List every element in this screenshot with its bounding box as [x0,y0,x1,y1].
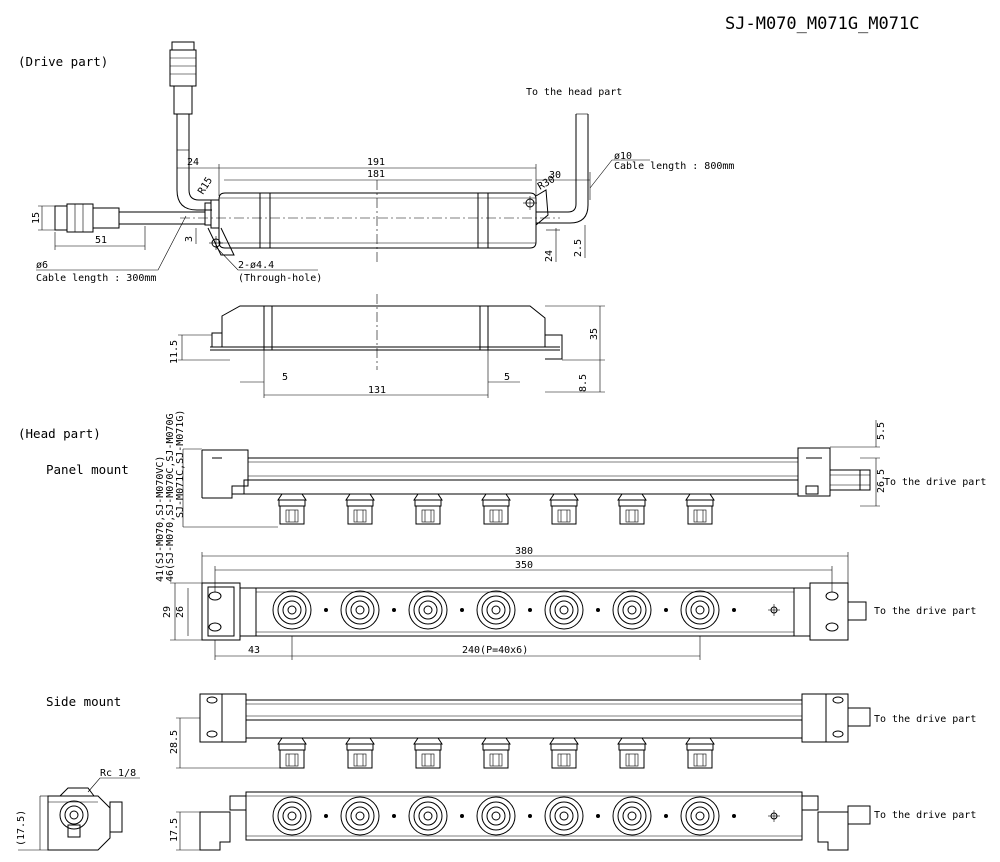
dim-35: 35 [589,328,600,340]
dim-11-5: 11.5 [169,340,180,364]
dim-24-right: 24 [544,250,555,262]
dim-17-5: 17.5 [169,818,180,842]
nozzle [612,590,652,630]
section-label-drive: (Drive part) [18,54,108,69]
callout-cable-10: ø10 [614,151,632,162]
dim-2-5: 2.5 [573,239,584,257]
section-label-head: (Head part) [18,426,101,441]
nozzle [340,590,380,630]
head-side-mount-top-view: 17.5 To the drive part [169,791,976,851]
nozzle-row-top [272,590,780,630]
dim-5-right: 5 [504,372,510,383]
nozzle [272,796,312,836]
nozzle [685,493,715,525]
callout-to-drive-4: To the drive part [874,810,976,821]
nozzle [617,493,647,525]
dim-51: 51 [95,235,107,246]
callout-cable-10-length: Cable length : 800mm [614,161,734,172]
nozzle [680,796,720,836]
dim-240: 240(P=40x6) [462,645,528,656]
nozzle [476,590,516,630]
nozzle [277,737,307,769]
nozzle-row-top [272,796,780,836]
dim-131: 131 [368,385,386,396]
nozzle [345,493,375,525]
nozzle-row-side [277,737,715,769]
label-panel-mount: Panel mount [46,462,129,477]
nozzle [481,737,511,769]
callout-to-head-part: To the head part [526,87,622,98]
dim-191: 191 [367,157,385,168]
nozzle [340,796,380,836]
callout-to-drive-2: To the drive part [874,606,976,617]
head-end-view: (17.5) Rc 1/8 [16,768,140,851]
dim-29: 29 [162,606,173,618]
nozzle [272,590,312,630]
nozzle-row-side [277,493,715,525]
callout-cable-6-length: Cable length : 300mm [36,273,156,284]
dim-28-5: 28.5 [169,730,180,754]
head-panel-mount-top-view: 380 350 29 26 43 240(P=40x6) To the driv… [162,546,976,660]
drawing-title: SJ-M070_M071G_M071C [725,14,919,34]
nozzle [408,590,448,630]
nozzle [345,737,375,769]
dim-30: 30 [549,170,561,181]
nozzle [481,493,511,525]
nozzle [476,796,516,836]
dim-41: 41(SJ-M070,SJ-M070VC) [155,456,166,582]
nozzle [544,796,584,836]
dim-3: 3 [184,236,195,242]
dim-5-5: 5.5 [876,422,887,440]
dim-8-5: 8.5 [578,374,589,392]
head-side-mount-side-view: 28.5 To the drive part [169,693,976,769]
nozzle [544,590,584,630]
label-side-mount: Side mount [46,694,121,709]
callout-to-drive-1: To the drive part [884,477,986,488]
nozzle [549,737,579,769]
callout-rc-1-8: Rc 1/8 [100,768,136,779]
nozzle [413,493,443,525]
dim-43: 43 [248,645,260,656]
nozzle [408,796,448,836]
dim-5-left: 5 [282,372,288,383]
nozzle [685,737,715,769]
nozzle [680,590,720,630]
nozzle [612,796,652,836]
callout-to-drive-3: To the drive part [874,714,976,725]
radius-r15: R15 [196,175,215,196]
dim-350: 350 [515,560,533,571]
callout-mounting-hole: 2-ø4.4 [238,260,274,271]
drive-part-top-view: 191 181 24 30 15 51 3 24 2.5 R15 R30 To … [31,41,734,284]
dim-15: 15 [31,212,42,224]
head-panel-mount-side-view: 5.5 26.5 To the drive part 41(SJ-M070,SJ… [155,410,986,582]
nozzle [549,493,579,525]
callout-cable-6: ø6 [36,260,48,271]
dim-46-models: SJ-M071C,SJ-M071G) [175,410,186,518]
nozzle [277,493,307,525]
dim-181: 181 [367,169,385,180]
dim-46: 46(SJ-M070,SJ-M070C,SJ-M070G [165,413,176,582]
dim-24-top: 24 [187,157,199,168]
dim-380: 380 [515,546,533,557]
dim-17-5-ref: (17.5) [16,810,27,846]
dim-26-5: 26.5 [876,469,887,493]
nozzle [413,737,443,769]
callout-through-hole: (Through-hole) [238,273,322,284]
dim-26: 26 [175,606,186,618]
nozzle [617,737,647,769]
drive-part-side-view: 11.5 35 8.5 5 5 131 [169,294,605,398]
